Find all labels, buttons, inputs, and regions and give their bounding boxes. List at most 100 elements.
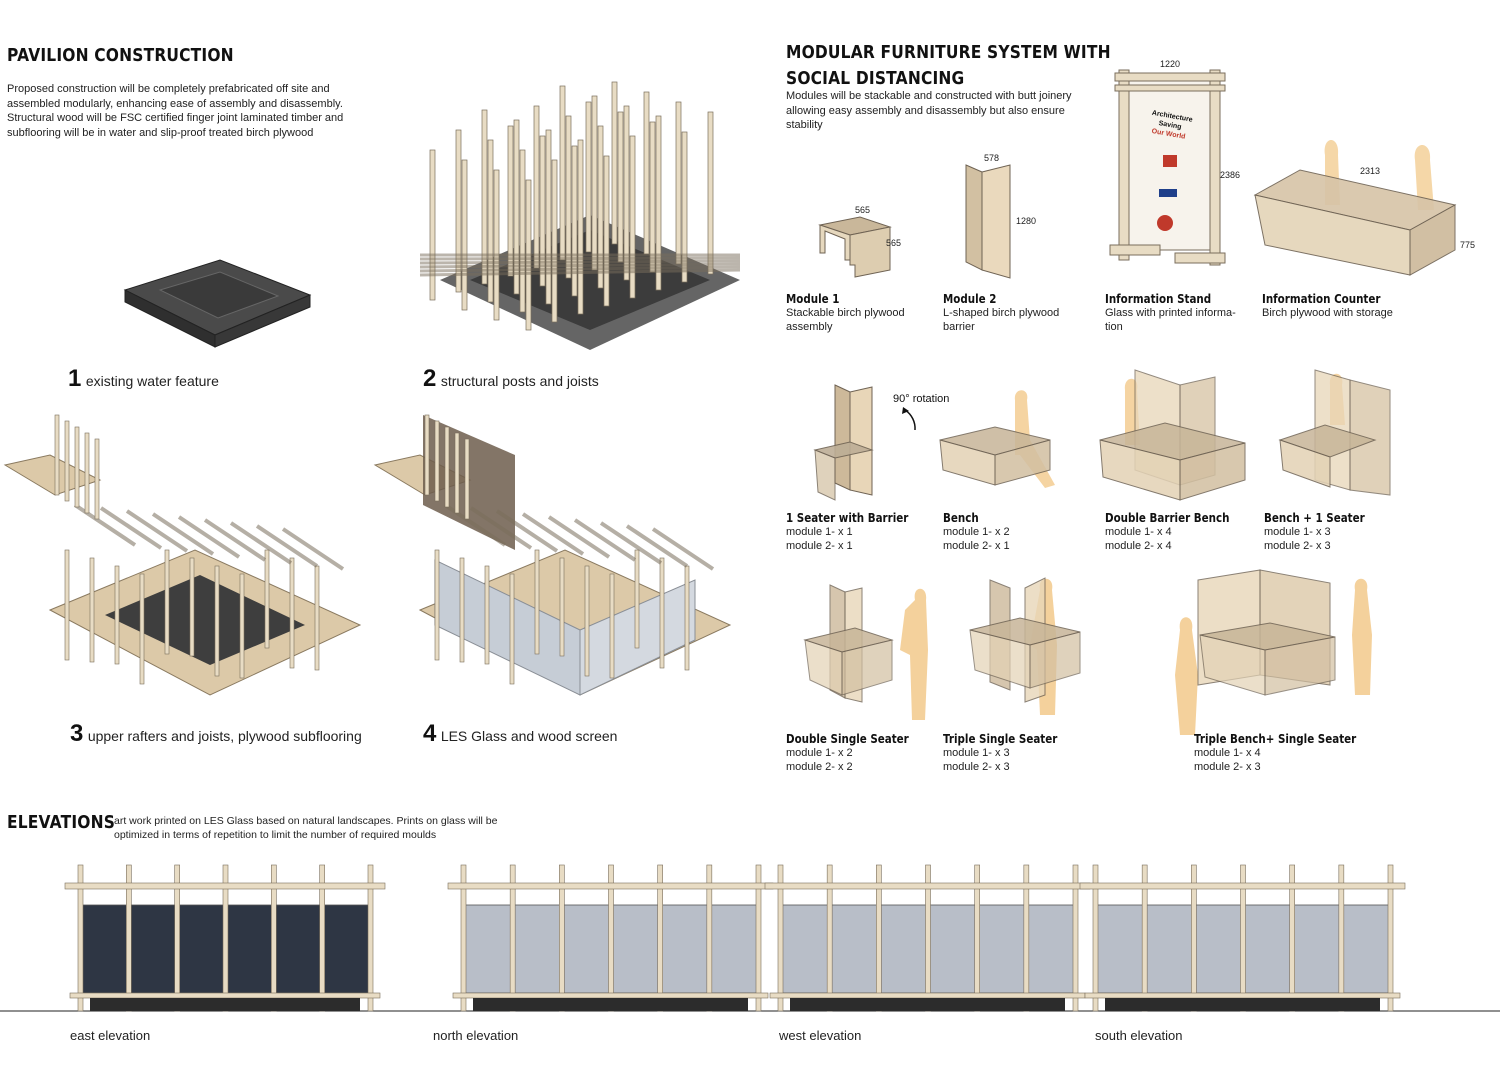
elevation-beam [64, 882, 386, 890]
structural-post [559, 85, 566, 261]
step-2-number: 2 [423, 365, 437, 392]
elevation-post [755, 864, 762, 1012]
elevations-description-line1: art work printed on LES Glass based on n… [114, 815, 498, 827]
elevation-plinth [790, 998, 1065, 1011]
module-1-caption: Module 1 Stackable birch plywood assembl… [786, 292, 905, 334]
furniture-title-line1: MODULAR FURNITURE SYSTEM WITH [786, 42, 1111, 63]
ladder-post [454, 432, 460, 514]
combo-one-seater-title: 1 Seater with Barrier [786, 511, 909, 525]
triple-single-seater-drawing [969, 577, 1081, 715]
step-1-label: existing water feature [85, 373, 219, 389]
combo-bench-one-seater-caption: Bench + 1 Seater module 1- x 3 module 2-… [1264, 511, 1381, 553]
structural-post [429, 149, 436, 301]
rotation-label: 90° rotation [893, 393, 950, 405]
frame-post [114, 565, 120, 665]
frame-post [484, 565, 490, 665]
elevation-beam [1079, 882, 1406, 890]
joist [419, 268, 741, 277]
structural-post [655, 115, 662, 291]
frame-post [534, 549, 540, 655]
frame-post [559, 557, 565, 657]
ladder-post [54, 414, 60, 496]
step-1-number: 1 [68, 365, 82, 392]
frame-post [264, 549, 270, 649]
module-1-line2: assembly [786, 321, 833, 333]
frame-post [684, 565, 690, 671]
elevation-post [1387, 864, 1394, 1012]
rafter [651, 527, 715, 571]
combo-triple-single-title: Triple Single Seater [943, 732, 1058, 746]
combo-triple-single-m1: module 1- x 3 [943, 747, 1010, 759]
elevation-floor [452, 992, 769, 999]
elevation-plinth [1105, 998, 1380, 1011]
joist [419, 265, 741, 273]
counter-dim-width: 2313 [1360, 166, 1381, 176]
frame-post [459, 557, 465, 663]
combo-bench-m2: module 2- x 1 [943, 540, 1010, 552]
frame-post [89, 557, 95, 663]
ladder-post [74, 426, 80, 508]
elevations-drawing [0, 864, 1500, 1012]
module-1-drawing [818, 216, 892, 278]
information-counter-drawing [1253, 140, 1457, 276]
north-elevation-label: north elevation [433, 1028, 519, 1043]
structural-post [675, 101, 682, 265]
module-2-title: Module 2 [943, 292, 997, 306]
ladder-post [434, 420, 440, 502]
step-1: 1 existing water feature [68, 365, 219, 393]
module-1-line1: Stackable birch plywood [786, 307, 905, 319]
structural-post [533, 105, 540, 269]
structural-post [571, 145, 578, 297]
elevation-post [367, 864, 374, 1012]
frame-post [289, 557, 295, 669]
rafter [495, 509, 559, 553]
structural-post [707, 111, 714, 275]
elevation-post [460, 864, 467, 1012]
structural-post [577, 139, 584, 315]
combo-bench-caption: Bench module 1- x 2 module 2- x 1 [943, 511, 1010, 553]
joist [419, 262, 741, 269]
structural-post [597, 125, 604, 289]
information-stand-title: Information Stand [1105, 292, 1212, 306]
elevation-post [77, 864, 84, 1012]
rafter [573, 518, 637, 562]
information-counter-caption: Information Counter Birch plywood with s… [1262, 292, 1400, 320]
ladder-post [464, 438, 470, 520]
elevation-post [1072, 864, 1079, 1012]
east-elevation-label: east elevation [70, 1028, 151, 1043]
combo-double-barrier-caption: Double Barrier Bench module 1- x 4 modul… [1105, 511, 1250, 553]
combo-double-single-m2: module 2- x 2 [786, 761, 853, 773]
structural-post [513, 119, 520, 295]
rafters-subflooring-drawing [3, 414, 362, 696]
rafter [599, 521, 663, 565]
elevation-post [777, 864, 784, 1012]
south-elevation-label: south elevation [1095, 1028, 1183, 1043]
structural-post [545, 129, 552, 305]
pavilion-title: PAVILION CONSTRUCTION [7, 45, 234, 66]
furniture-title-line2: SOCIAL DISTANCING [786, 68, 965, 89]
step-4-number: 4 [423, 720, 437, 747]
elevation-beam [447, 882, 774, 890]
structural-post [455, 129, 462, 293]
ladder-post [64, 420, 70, 502]
module-2-drawing [965, 164, 1011, 279]
combo-one-seater-caption: 1 Seater with Barrier module 1- x 1 modu… [786, 511, 928, 553]
combo-double-single-title: Double Single Seater [786, 732, 909, 746]
frame-post [164, 549, 170, 655]
joist [419, 256, 741, 261]
ladder-post [444, 426, 450, 508]
combo-triple-bench-m1: module 1- x 4 [1194, 747, 1261, 759]
rafter [203, 518, 267, 562]
ladder-post [84, 432, 90, 514]
rafter [125, 509, 189, 553]
combo-double-barrier-title: Double Barrier Bench [1105, 511, 1230, 525]
elevation-beam [764, 882, 1091, 890]
elevation-plinth [473, 998, 748, 1011]
elevation-floor [769, 992, 1086, 999]
module-2-dim-height: 1280 [1016, 216, 1037, 226]
step-4: 4 LES Glass and wood screen [423, 720, 617, 748]
frame-post [214, 565, 220, 677]
combo-bench-title: Bench [943, 511, 979, 525]
west-elevation-label: west elevation [779, 1028, 862, 1043]
ladder-post [94, 438, 100, 520]
